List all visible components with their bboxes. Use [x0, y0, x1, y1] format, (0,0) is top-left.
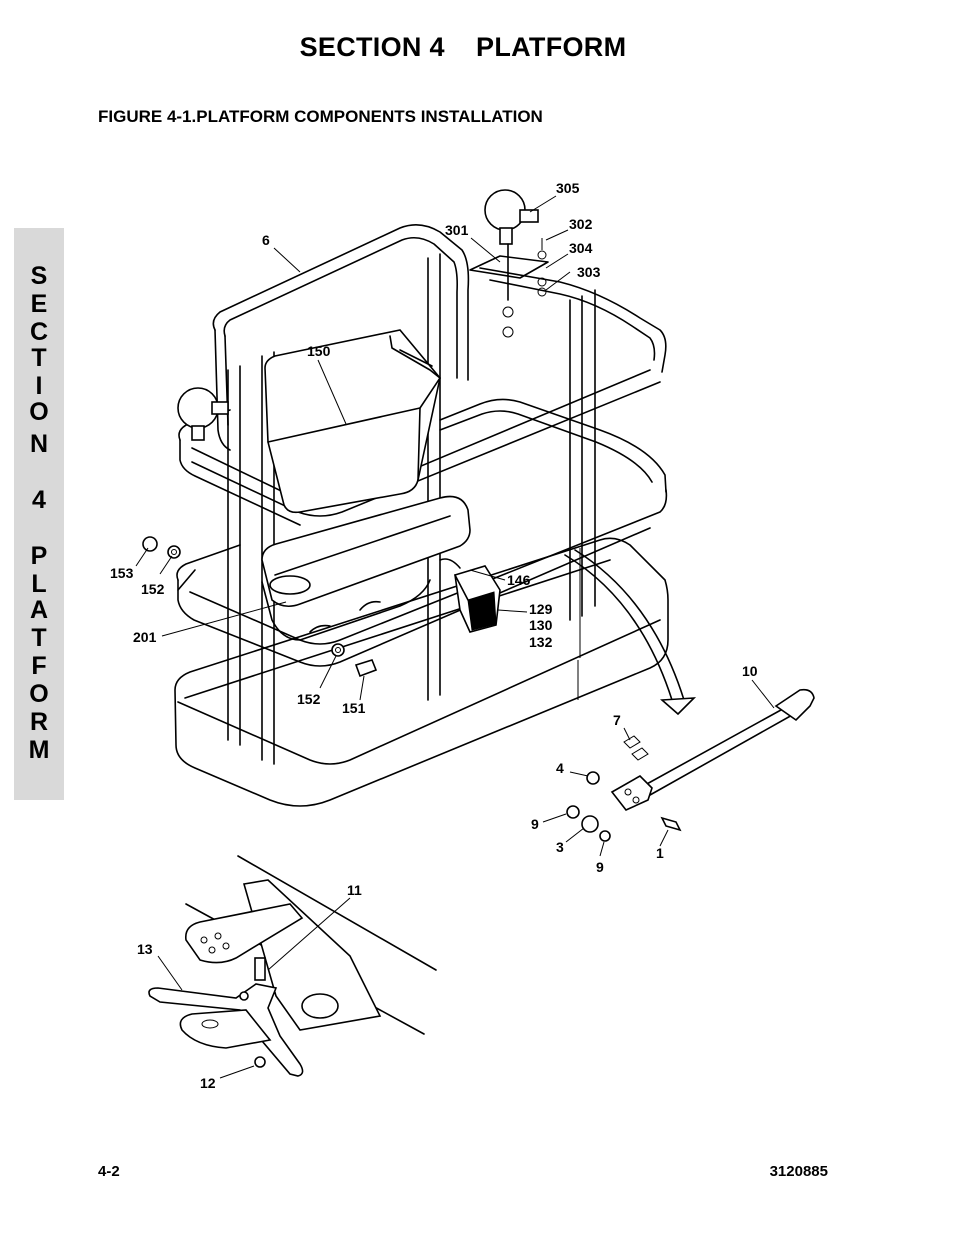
leader-lines [135, 195, 775, 1079]
platform-basket [174, 224, 669, 807]
callout-301: 301 [445, 222, 469, 238]
callout-6: 6 [262, 232, 270, 248]
side-tab-letter: M [28, 736, 50, 764]
direction-arrow [564, 549, 697, 716]
callout-1: 1 [656, 845, 664, 861]
side-tab-letter: O [29, 398, 49, 426]
figure-title: FIGURE 4-1.PLATFORM COMPONENTS INSTALLAT… [98, 107, 543, 126]
side-tab-letter: T [31, 344, 47, 372]
callout-12: 12 [200, 1075, 216, 1091]
footswitch-assembly [439, 558, 501, 633]
beacon-light-front [177, 387, 229, 441]
callout-10: 10 [742, 663, 758, 679]
callout-150: 150 [307, 343, 331, 359]
callout-304: 304 [569, 240, 593, 256]
callout-152: 152 [141, 581, 165, 597]
rod-assembly [566, 688, 815, 842]
callout-201: 201 [133, 629, 157, 645]
callout-146: 146 [507, 572, 531, 588]
side-tab-letter: F [31, 652, 47, 680]
side-tab-letter: T [31, 624, 47, 652]
side-tab-letter: A [29, 596, 49, 624]
control-box [264, 329, 441, 514]
side-tab-letter: 4 [32, 486, 46, 514]
callout-11: 11 [347, 882, 362, 898]
side-tab-letter: P [30, 542, 48, 570]
callout-13: 13 [137, 941, 153, 957]
side-tab-letter: O [29, 680, 49, 708]
callout-130: 130 [529, 617, 553, 633]
side-tab-letter: R [29, 708, 49, 736]
page-number: 4-2 [98, 1163, 120, 1180]
callout-9: 9 [531, 816, 539, 832]
callout-4: 4 [556, 760, 564, 776]
mounting-bracket-detail [148, 855, 437, 1077]
side-tab-letter: E [30, 290, 48, 318]
callout-305: 305 [556, 180, 580, 196]
beacon-light-rear [469, 189, 549, 338]
side-tab-letter: C [29, 318, 49, 346]
console-tray [261, 495, 471, 641]
callout-132: 132 [529, 634, 553, 650]
side-tab-letter: I [35, 372, 43, 400]
callout-302: 302 [569, 216, 593, 232]
callout-labels: 305 302 304 303 301 6 150 153 152 201 14… [110, 180, 758, 1091]
callout-7: 7 [613, 712, 621, 728]
side-tab-letter: S [30, 262, 48, 290]
callout-3: 3 [556, 839, 564, 855]
callout-303: 303 [577, 264, 601, 280]
side-tab-letter: N [29, 430, 49, 458]
callout-151: 151 [342, 700, 366, 716]
hardware-left [142, 536, 378, 678]
callout-152: 152 [297, 691, 321, 707]
section-side-tab: S E C T I O N 4 P L A T F O R M [14, 228, 64, 800]
callout-9: 9 [596, 859, 604, 875]
side-tab-letter: L [31, 570, 47, 598]
callout-153: 153 [110, 565, 134, 581]
section-title: SECTION 4 PLATFORM [299, 32, 627, 62]
callout-129: 129 [529, 601, 553, 617]
document-number: 3120885 [769, 1163, 828, 1180]
